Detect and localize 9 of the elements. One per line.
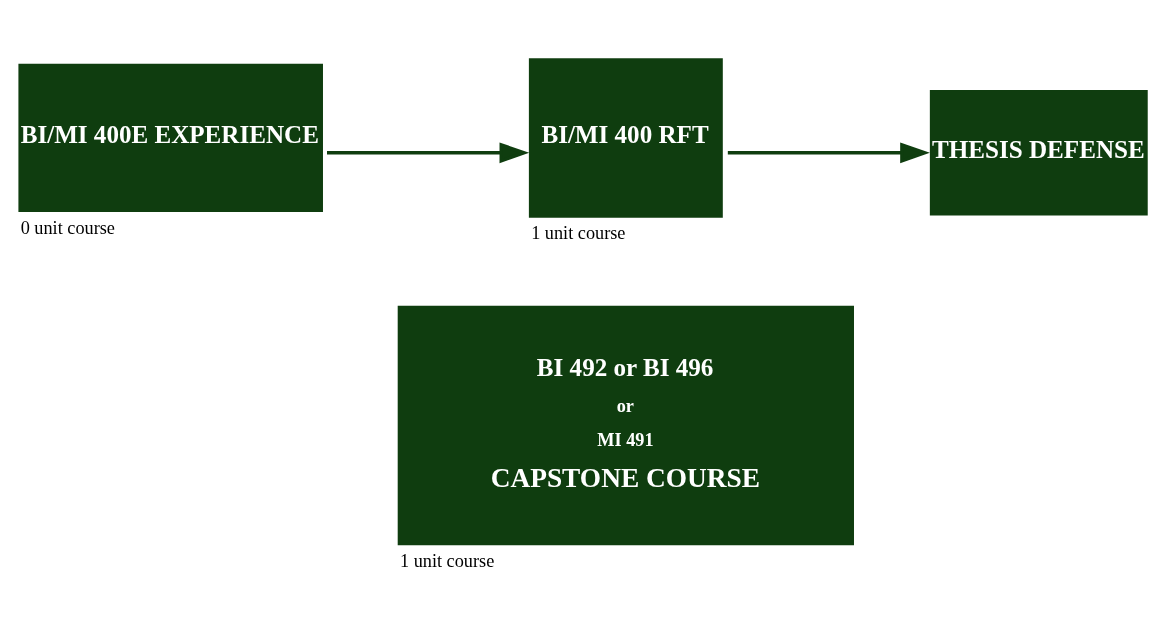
- arrow: [327, 141, 530, 163]
- node-box: BI/MI 400 RFT: [528, 57, 723, 218]
- node-label: 0 unit course: [20, 217, 115, 238]
- node-box: BI 492 or BI 496 or MI 491 CAPSTONE COURSE: [397, 305, 854, 545]
- node-box: BI/MI 400E EXPERIENCE: [18, 63, 323, 212]
- node-box: THESIS DEFENSE: [929, 89, 1148, 216]
- arrow: [727, 141, 930, 163]
- node-label: 1 unit course: [399, 550, 495, 571]
- node-label: 1 unit course: [531, 222, 626, 243]
